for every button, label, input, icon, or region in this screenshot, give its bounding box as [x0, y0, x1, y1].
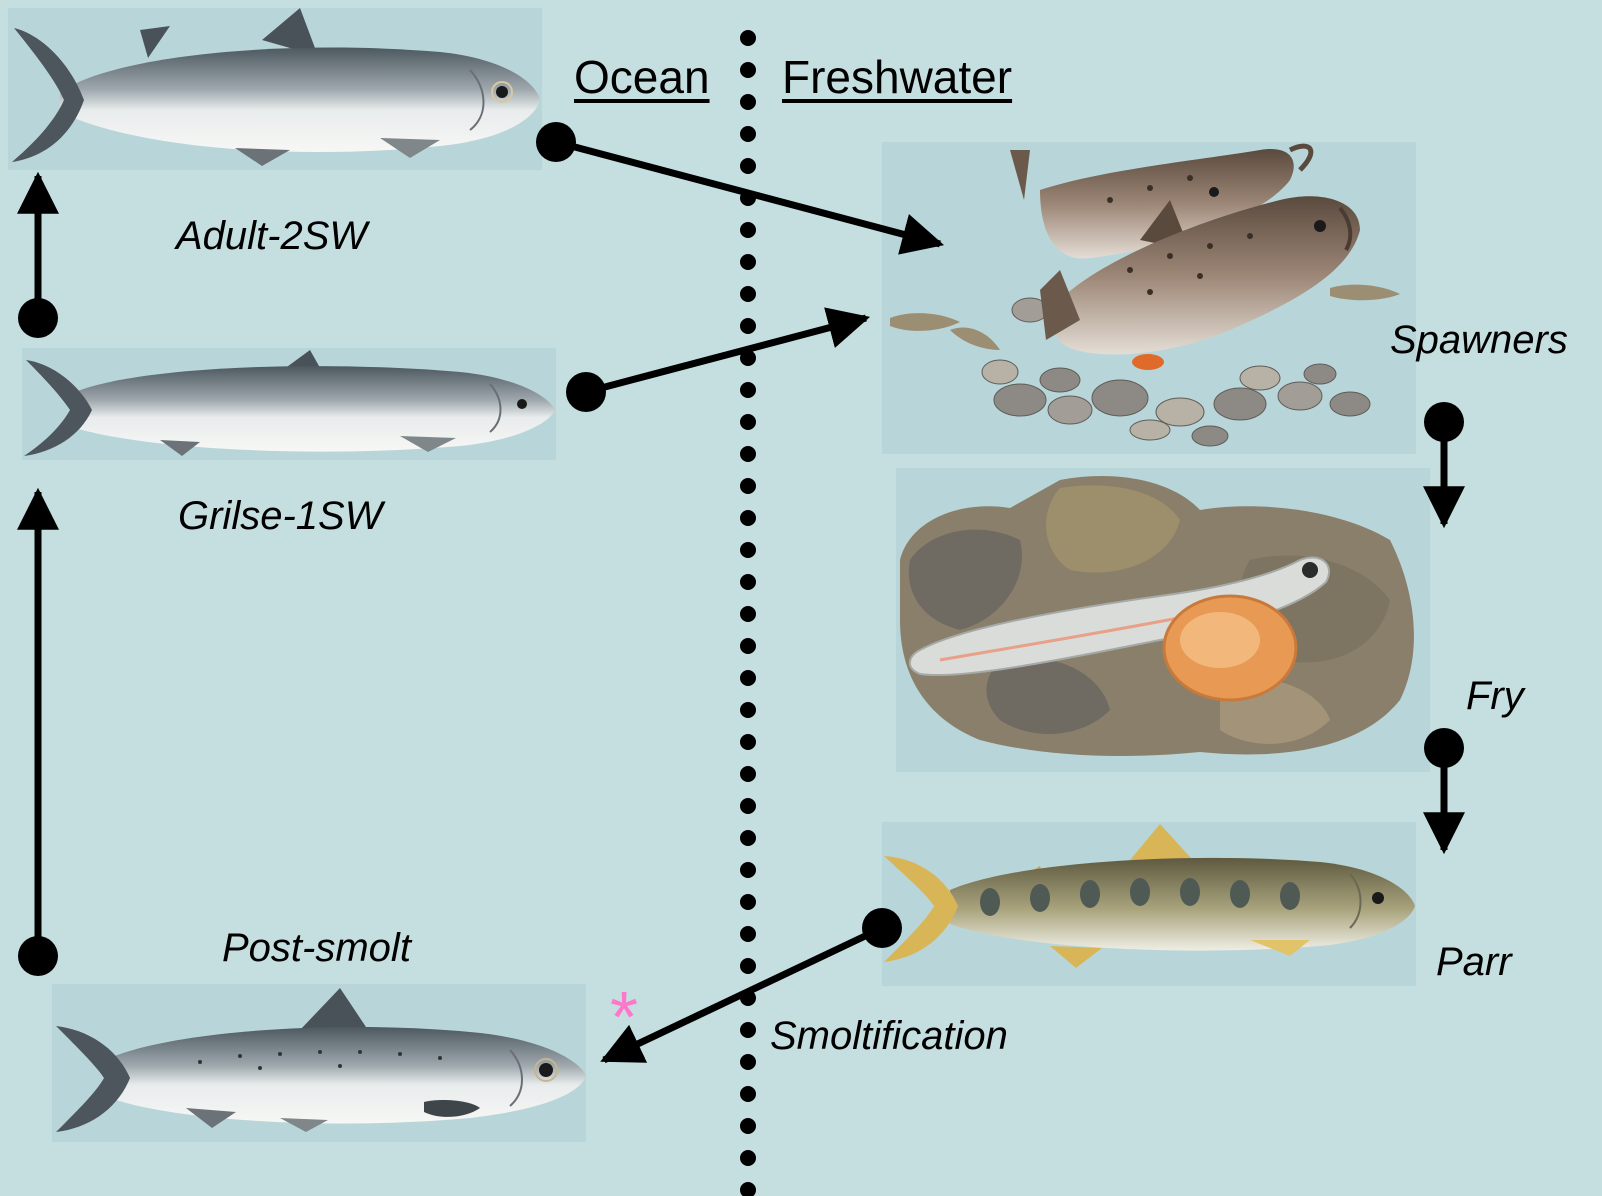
- divider-dot: [740, 1054, 756, 1070]
- spawners-label: Spawners: [1390, 318, 1568, 363]
- divider-dot: [740, 94, 756, 110]
- divider-dot: [740, 670, 756, 686]
- divider-dot: [740, 542, 756, 558]
- asterisk-marker: *: [610, 982, 638, 1054]
- divider-dot: [740, 1118, 756, 1134]
- adult-2sw-label: Adult-2SW: [176, 214, 367, 259]
- divider-dot: [740, 1086, 756, 1102]
- divider-dot: [740, 318, 756, 334]
- smoltification-label: Smoltification: [770, 1014, 1008, 1059]
- divider-dot: [740, 958, 756, 974]
- divider-dot: [740, 926, 756, 942]
- divider-dot: [740, 254, 756, 270]
- divider-dot: [740, 158, 756, 174]
- arrow-adult-to-spawners: [536, 122, 940, 244]
- divider-dot: [740, 798, 756, 814]
- divider-dot: [740, 766, 756, 782]
- divider-dot: [740, 734, 756, 750]
- parr-label: Parr: [1436, 940, 1512, 985]
- arrow-post-smolt-to-grilse: [18, 492, 58, 976]
- arrow-grilse-to-spawners: [566, 318, 866, 412]
- divider-dot: [740, 1182, 756, 1196]
- divider-dot: [740, 894, 756, 910]
- ocean-heading: Ocean: [574, 50, 710, 104]
- divider-dot: [740, 702, 756, 718]
- divider-dot: [740, 222, 756, 238]
- divider-dot: [740, 1150, 756, 1166]
- fry-label: Fry: [1466, 674, 1524, 719]
- divider-dot: [740, 478, 756, 494]
- divider-dot: [740, 382, 756, 398]
- divider-dot: [740, 62, 756, 78]
- ocean-freshwater-divider: [740, 30, 756, 1196]
- grilse-1sw-label: Grilse-1SW: [178, 494, 382, 539]
- divider-dot: [740, 606, 756, 622]
- divider-dot: [740, 446, 756, 462]
- freshwater-heading: Freshwater: [782, 50, 1012, 104]
- divider-dot: [740, 830, 756, 846]
- arrow-fry-to-parr: [1424, 728, 1464, 850]
- divider-dot: [740, 126, 756, 142]
- divider-dot: [740, 638, 756, 654]
- divider-dot: [740, 414, 756, 430]
- divider-dot: [740, 510, 756, 526]
- post-smolt-label: Post-smolt: [222, 926, 411, 971]
- divider-dot: [740, 574, 756, 590]
- arrow-grilse-to-adult: [18, 176, 58, 338]
- divider-dot: [740, 1022, 756, 1038]
- divider-dot: [740, 286, 756, 302]
- divider-dot: [740, 862, 756, 878]
- divider-dot: [740, 30, 756, 46]
